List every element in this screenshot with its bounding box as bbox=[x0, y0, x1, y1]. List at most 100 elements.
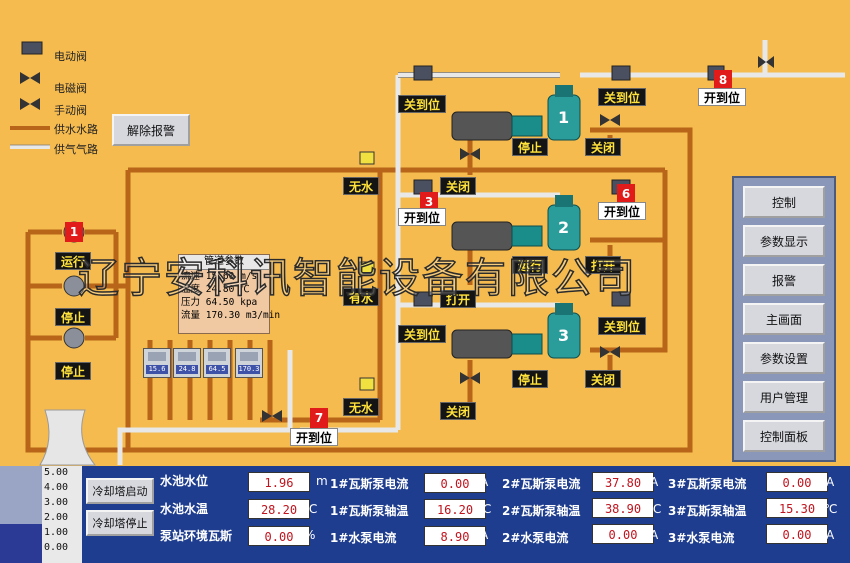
menu-control-panel[interactable]: 控制面板 bbox=[743, 420, 825, 452]
pump1-status: 停止 bbox=[512, 138, 549, 156]
unit: A bbox=[826, 475, 835, 489]
valve-status-label: 关到位 bbox=[598, 317, 647, 335]
water-level-fill bbox=[0, 524, 42, 563]
pump2-status: 运行 bbox=[512, 256, 549, 274]
meter-temp: 24.8 bbox=[173, 348, 201, 378]
solenoid-valves bbox=[359, 151, 375, 391]
scale-tick: 4.00 bbox=[44, 482, 69, 493]
valve-status-label: 关闭 bbox=[585, 370, 622, 388]
valve-status-label: 开到位 bbox=[398, 208, 447, 226]
valve-status-label: 开到位 bbox=[290, 428, 339, 446]
value-pump1-current: 0.00 bbox=[424, 473, 486, 493]
legend-solenoid-valve: 电磁阀 bbox=[54, 82, 87, 95]
left-pump1-status: 运行 bbox=[55, 252, 92, 270]
value-pump1-temp: 16.20 bbox=[424, 499, 486, 519]
menu-main-screen[interactable]: 主画面 bbox=[743, 303, 825, 335]
value-waterpump3-current: 0.00 bbox=[766, 524, 828, 544]
pump-unit-3 bbox=[451, 303, 581, 359]
label-pump2-temp: 2#瓦斯泵轴温 bbox=[502, 504, 581, 518]
valve-status-label: 关到位 bbox=[398, 325, 447, 343]
pump-unit-1 bbox=[451, 85, 581, 141]
label-pump3-temp: 3#瓦斯泵轴温 bbox=[668, 504, 747, 518]
value-waterpump1-current: 8.90 bbox=[424, 526, 486, 546]
unit: A bbox=[480, 475, 489, 489]
value-waterpump2-current: 0.00 bbox=[592, 524, 654, 544]
meter-velocity: 15.6 bbox=[143, 348, 171, 378]
valve-status-label: 关到位 bbox=[598, 88, 647, 106]
tank-number-2: 2 bbox=[558, 218, 570, 237]
tank-number-1: 1 bbox=[558, 108, 570, 127]
label-pool-level: 水池水位 bbox=[160, 474, 209, 488]
valve-number: 6 bbox=[617, 184, 635, 204]
label-station-gas: 泵站环境瓦斯 bbox=[160, 529, 233, 543]
tank-number-3: 3 bbox=[558, 326, 570, 345]
value-station-gas: 0.00 bbox=[248, 526, 310, 546]
valve-number: 8 bbox=[714, 70, 732, 90]
menu-control[interactable]: 控制 bbox=[743, 186, 825, 218]
label-waterpump3-current: 3#水泵电流 bbox=[668, 531, 735, 545]
label-waterpump1-current: 1#水泵电流 bbox=[330, 531, 397, 545]
legend-electric-valve: 电动阀 bbox=[54, 50, 87, 63]
value-pump2-current: 37.80 bbox=[592, 472, 654, 492]
cooling-tower-stop-button[interactable]: 冷却塔停止 bbox=[86, 510, 154, 536]
value-pool-temp: 28.20 bbox=[248, 499, 310, 519]
valve-status-label: 开到位 bbox=[598, 202, 647, 220]
water-status: 有水 bbox=[343, 288, 380, 306]
valve-status-label: 开到位 bbox=[698, 88, 747, 106]
unit: A bbox=[826, 528, 835, 542]
scale-tick: 1.00 bbox=[44, 527, 69, 538]
valve-status-label: 关到位 bbox=[398, 95, 447, 113]
clear-alarm-button[interactable]: 解除报警 bbox=[112, 114, 190, 146]
value-pump3-temp: 15.30 bbox=[766, 498, 828, 518]
legend-water-pipe: 供水水路 bbox=[54, 123, 98, 136]
unit: A bbox=[480, 528, 489, 542]
meter-pressure: 64.5 bbox=[203, 348, 231, 378]
level-scale: 5.00 4.00 3.00 2.00 1.00 0.00 bbox=[42, 466, 82, 563]
unit: ℃ bbox=[304, 502, 318, 516]
valve-status-label: 关闭 bbox=[440, 177, 477, 195]
meter-flow: 170.3 bbox=[235, 348, 263, 378]
pipe-parameter-panel: 管道参数 流速 15.60 m/s 温度 24.80 ℃ 压力 64.50 kp… bbox=[178, 254, 281, 334]
valve-status-label: 关闭 bbox=[440, 402, 477, 420]
legend-gas-pipe: 供气气路 bbox=[54, 143, 98, 156]
pump-unit-2 bbox=[451, 195, 581, 251]
menu-alarm[interactable]: 报警 bbox=[743, 264, 825, 296]
manual-valves bbox=[20, 56, 774, 422]
unit: m bbox=[316, 474, 328, 488]
label-pump1-temp: 1#瓦斯泵轴温 bbox=[330, 504, 409, 518]
valve-status-label: 关闭 bbox=[585, 138, 622, 156]
valve-number: 7 bbox=[310, 408, 328, 428]
left-pump3-status: 停止 bbox=[55, 362, 92, 380]
label-waterpump2-current: 2#水泵电流 bbox=[502, 531, 569, 545]
menu-user-management[interactable]: 用户管理 bbox=[743, 381, 825, 413]
water-status: 无水 bbox=[343, 398, 380, 416]
scale-tick: 2.00 bbox=[44, 512, 69, 523]
valve-status-label: 打开 bbox=[585, 256, 622, 274]
status-panel: 5.00 4.00 3.00 2.00 1.00 0.00 冷却塔启动 冷却塔停… bbox=[0, 466, 850, 563]
cooling-tower-start-button[interactable]: 冷却塔启动 bbox=[86, 478, 154, 504]
left-pump2-status: 停止 bbox=[55, 308, 92, 326]
label-pump2-current: 2#瓦斯泵电流 bbox=[502, 477, 581, 491]
scale-tick: 0.00 bbox=[44, 542, 69, 553]
value-pump2-temp: 38.90 bbox=[592, 498, 654, 518]
legend-manual-valve: 手动阀 bbox=[54, 104, 87, 117]
unit: ℃ bbox=[648, 502, 662, 516]
unit: ℃ bbox=[824, 502, 838, 516]
label-pump1-current: 1#瓦斯泵电流 bbox=[330, 477, 409, 491]
label-pump3-current: 3#瓦斯泵电流 bbox=[668, 477, 747, 491]
scale-tick: 5.00 bbox=[44, 467, 69, 478]
valve-number: 1 bbox=[65, 222, 83, 242]
param-row-flow: 流量 170.30 m3/min bbox=[181, 310, 281, 321]
menu-param-settings[interactable]: 参数设置 bbox=[743, 342, 825, 374]
pump3-status: 停止 bbox=[512, 370, 549, 388]
label-pool-temp: 水池水温 bbox=[160, 502, 209, 516]
value-pump3-current: 0.00 bbox=[766, 472, 828, 492]
menu-param-display[interactable]: 参数显示 bbox=[743, 225, 825, 257]
panel-title: 管道参数 bbox=[179, 255, 269, 270]
scale-tick: 3.00 bbox=[44, 497, 69, 508]
unit: A bbox=[650, 528, 659, 542]
water-level-bar bbox=[0, 466, 42, 563]
unit: ℃ bbox=[478, 502, 492, 516]
